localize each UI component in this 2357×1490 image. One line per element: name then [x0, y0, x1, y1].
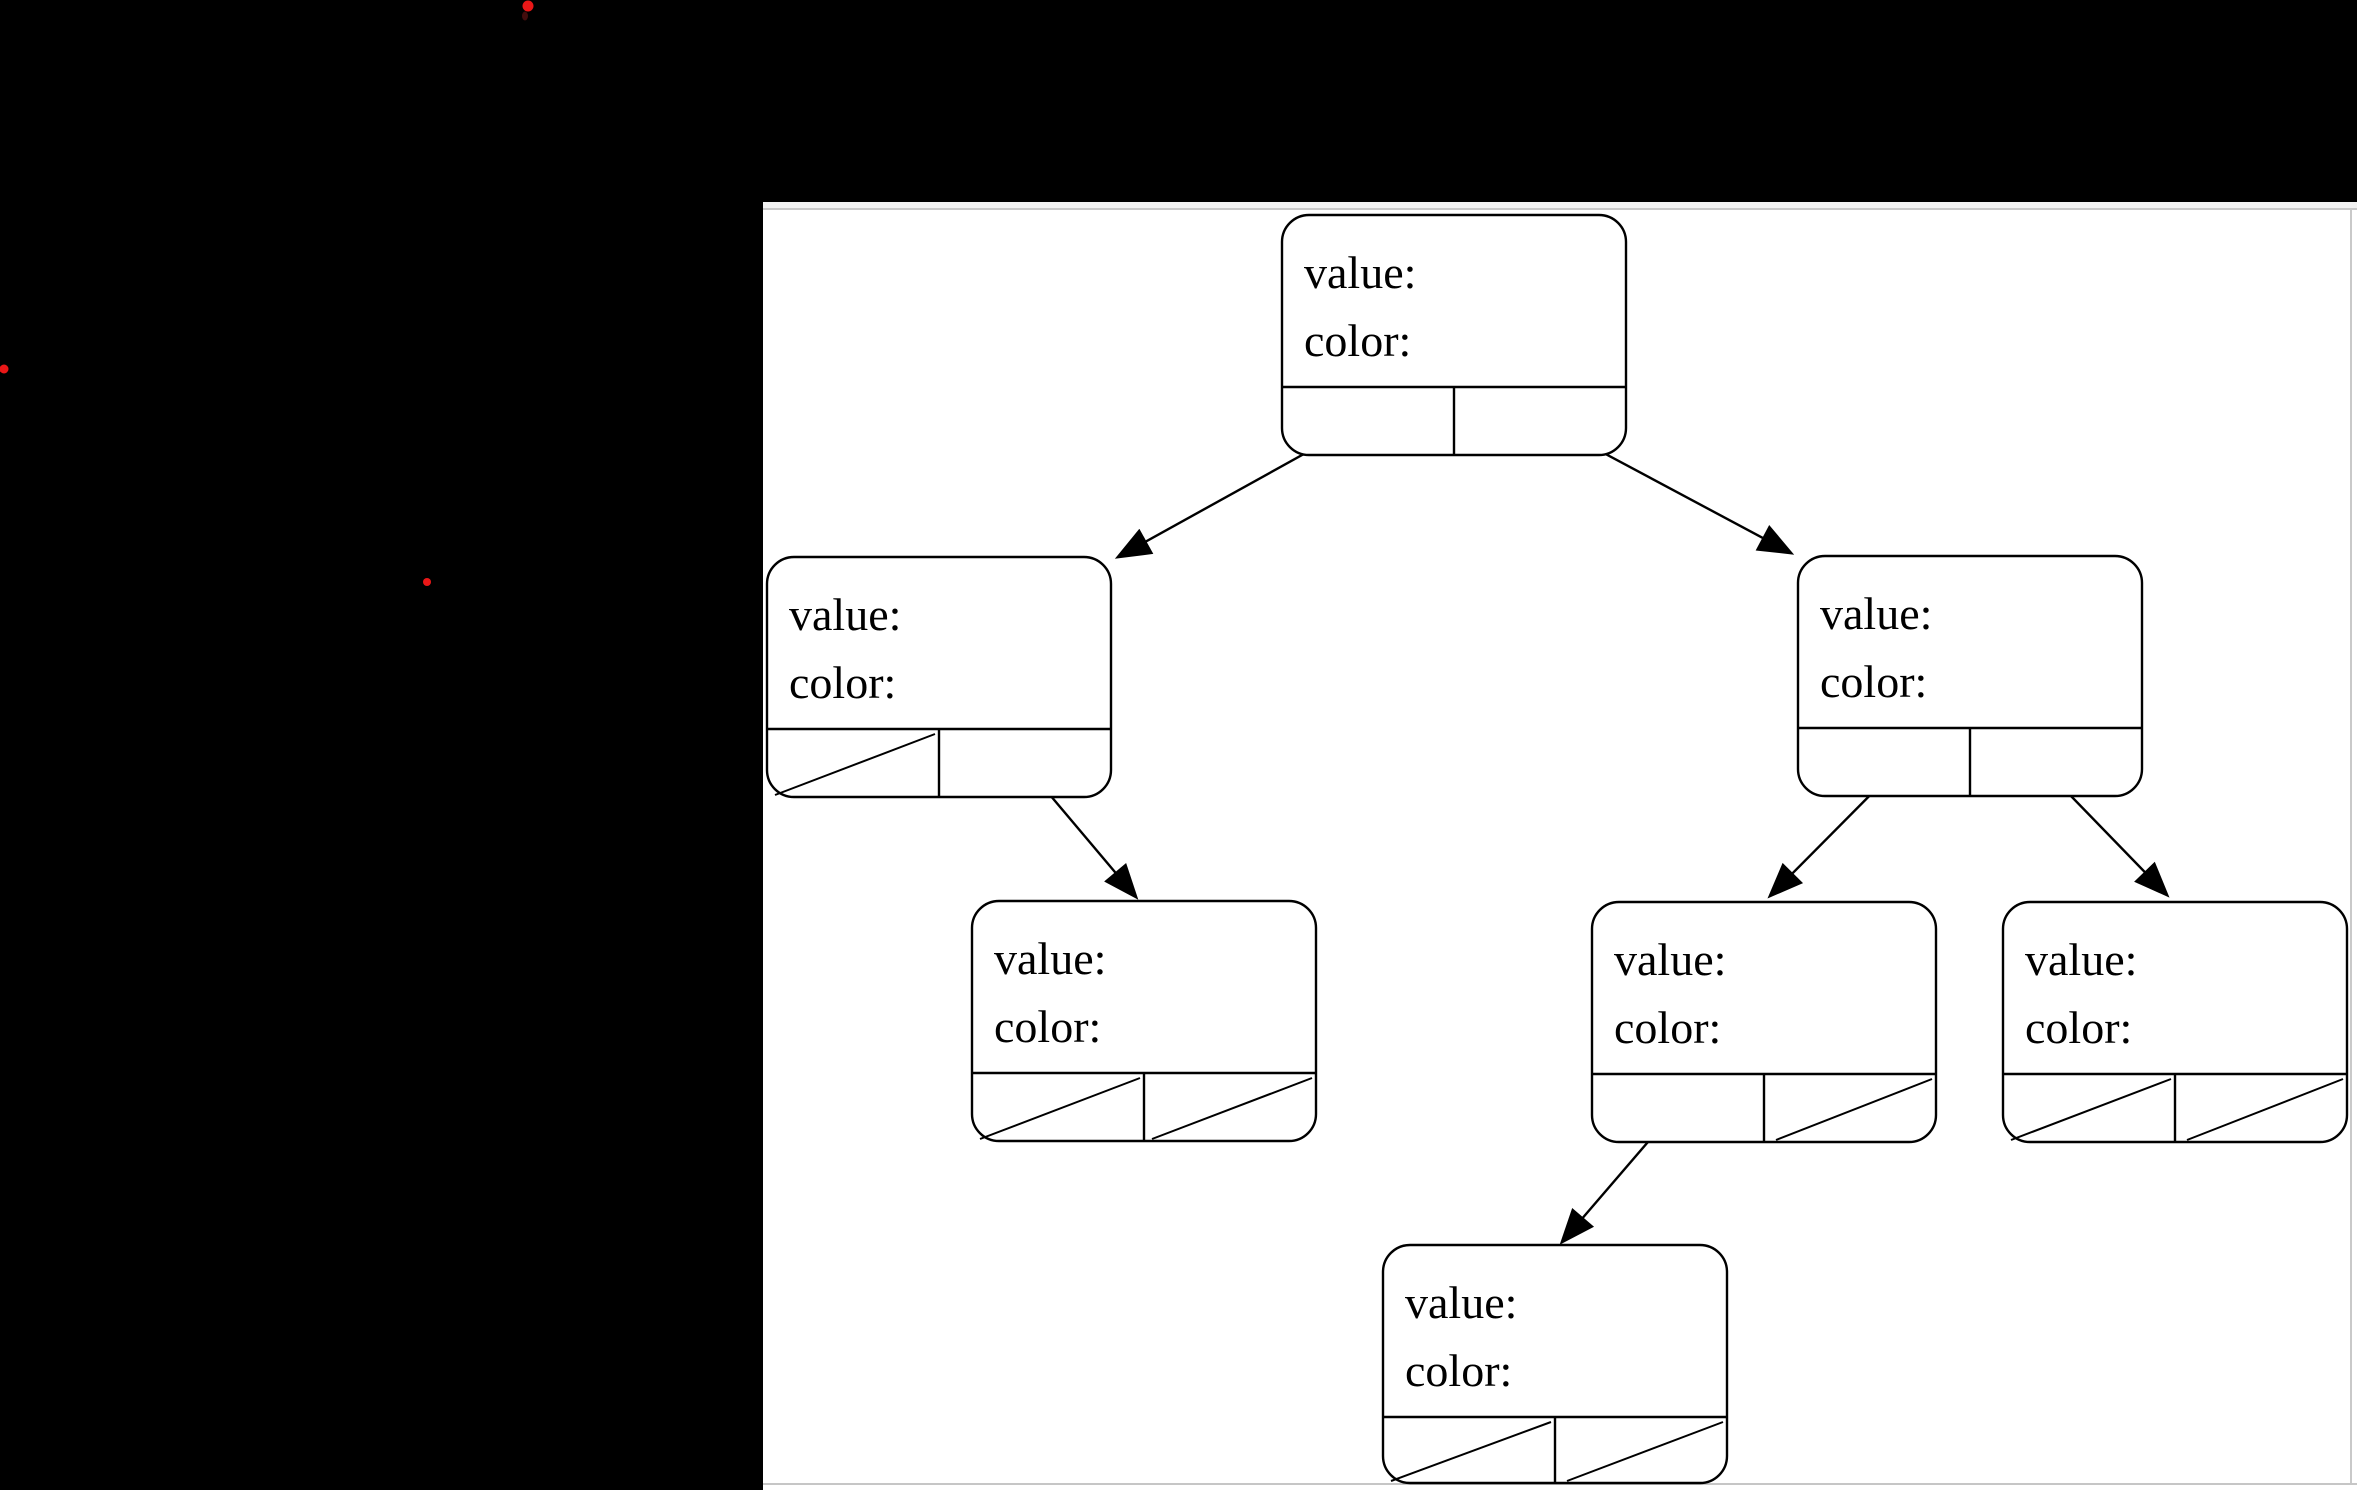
node-value-label: value: — [789, 589, 901, 640]
panel-right-border — [2350, 208, 2352, 1484]
red-dot-left — [0, 364, 9, 374]
tree-node-right-right-grandchild: value: color: — [2001, 900, 2349, 1144]
tree-node-root: value: color: — [1280, 213, 1628, 457]
tree-node-right-left-grandchild: value: color: — [1590, 900, 1938, 1144]
node-color-label: color: — [1614, 1002, 1721, 1053]
null-pointer-slash-right — [1151, 1077, 1313, 1140]
panel-top-border — [763, 208, 2357, 210]
panel-top-edge — [763, 202, 2357, 208]
null-pointer-slash-right — [1775, 1078, 1933, 1141]
tree-node-left-right-grandchild: value: color: — [970, 899, 1318, 1143]
null-pointer-slash-right — [2186, 1078, 2344, 1141]
node-value-label: value: — [1405, 1277, 1517, 1328]
node-value-label: value: — [2025, 934, 2137, 985]
node-color-label: color: — [2025, 1002, 2132, 1053]
node-color-label: color: — [1304, 315, 1411, 366]
node-color-label: color: — [1820, 656, 1927, 707]
red-dot-top — [522, 0, 534, 12]
null-pointer-slash-left — [979, 1077, 1141, 1140]
node-value-label: value: — [1304, 247, 1416, 298]
node-color-label: color: — [789, 657, 896, 708]
node-value-label: value: — [1614, 934, 1726, 985]
null-pointer-slash-right — [1566, 1421, 1724, 1482]
null-pointer-slash-left — [1390, 1421, 1552, 1482]
tree-node-bottom: value: color: — [1381, 1243, 1729, 1485]
node-value-label: value: — [1820, 588, 1932, 639]
red-smudge — [522, 11, 528, 21]
tree-node-right-child: value: color: — [1796, 554, 2144, 798]
red-dot-middle — [423, 578, 431, 586]
node-color-label: color: — [994, 1001, 1101, 1052]
node-value-label: value: — [994, 933, 1106, 984]
null-pointer-slash-left — [2010, 1078, 2172, 1141]
tree-node-left-child: value: color: — [765, 555, 1113, 799]
node-color-label: color: — [1405, 1345, 1512, 1396]
null-pointer-slash-left — [774, 733, 936, 796]
